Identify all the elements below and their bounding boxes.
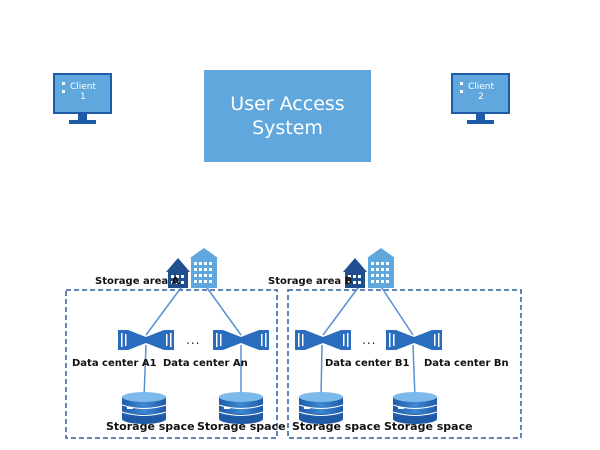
building-icon xyxy=(166,258,190,288)
storage-area-a-boundary xyxy=(65,289,278,439)
client-2-line1: Client xyxy=(467,82,495,92)
client-1-line1: Client xyxy=(69,82,97,92)
system-title-line1: User Access xyxy=(230,93,345,115)
datacenter-an-label: Data center An xyxy=(163,358,248,369)
datacenter-bn-label: Data center Bn xyxy=(424,358,509,369)
client-1-label: Client 1 xyxy=(63,82,103,102)
client-1-line2: 1 xyxy=(80,92,86,102)
system-title-line2: System xyxy=(252,117,323,139)
storage-space-b1-label: Storage space xyxy=(292,420,381,433)
storage-cylinder-icon xyxy=(121,392,167,424)
storage-cylinder-icon xyxy=(298,392,344,424)
building-icon xyxy=(367,248,395,288)
connector-lines xyxy=(143,284,416,399)
datacenter-icon xyxy=(118,330,174,350)
storage-cylinder-icon xyxy=(218,392,264,424)
storage-space-bn-label: Storage space xyxy=(384,420,473,433)
user-access-system-box: User Access System xyxy=(204,70,371,162)
datacenter-icon xyxy=(213,330,269,350)
client-2-line2: 2 xyxy=(478,92,484,102)
monitor-icon xyxy=(451,73,510,124)
building-icon xyxy=(190,248,218,288)
datacenter-a1-label: Data center A1 xyxy=(72,358,157,369)
building-icon xyxy=(343,258,367,288)
storage-space-an-label: Storage space xyxy=(197,420,286,433)
storage-area-b-boundary xyxy=(287,289,522,439)
ellipsis-b: ... xyxy=(362,333,377,347)
monitor-icon xyxy=(53,73,112,124)
datacenter-b1-label: Data center B1 xyxy=(325,358,410,369)
client-2-label: Client 2 xyxy=(461,82,501,102)
datacenter-icon xyxy=(295,330,351,350)
ellipsis-a: ... xyxy=(186,333,201,347)
storage-area-b-label: Storage area B xyxy=(268,276,353,287)
datacenter-icon xyxy=(386,330,442,350)
storage-cylinder-icon xyxy=(392,392,438,424)
storage-space-a1-label: Storage space xyxy=(106,420,195,433)
storage-area-a-label: Storage area A xyxy=(95,276,180,287)
